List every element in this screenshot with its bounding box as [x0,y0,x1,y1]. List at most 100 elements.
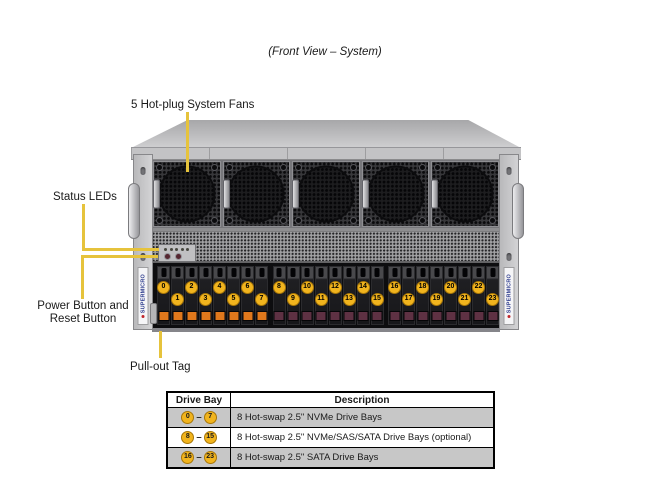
fan-module [361,161,430,227]
range-dash: – [196,412,202,423]
fan-module [292,161,360,227]
fans-callout-label: 5 Hot-plug System Fans [131,99,255,111]
brand-logo-dot-icon [507,314,511,318]
rack-ear-left: SUPERMICRO [128,154,153,330]
screw-icon [281,165,287,170]
bay-number-badge: 7 [255,293,268,306]
fan-handle [222,179,230,209]
screw-icon [226,165,232,170]
status-led-icon [175,248,178,251]
bay-number-badge: 23 [203,451,217,464]
chassis-handle-right [512,183,524,239]
drive-tray-0: 0 [157,266,170,325]
drive-tray-9: 9 [286,266,300,325]
bay-number-badge: 3 [199,293,212,306]
drive-tray-10: 10 [300,266,314,325]
screw-icon [350,165,356,170]
screw-icon [296,218,302,223]
bay-number-badge: 21 [458,293,471,306]
fan-blade-circle [297,165,355,223]
screw-icon [226,218,232,223]
drive-bay-range: 8–15 [166,427,231,448]
brand-logo-dot-icon [141,314,145,318]
drive-tray-20: 20 [444,266,457,325]
bay-number-badge: 15 [370,293,384,306]
screw-icon [365,218,371,223]
drive-tray-21: 21 [458,266,471,325]
drive-bay-description: 8 Hot-swap 2.5" SATA Drive Bays [230,447,495,469]
legend-header-description: Description [230,391,495,408]
fan-handle [431,179,439,209]
fan-blade-circle [158,165,216,223]
drive-tray-4: 4 [213,266,226,325]
chassis-front-lip [131,147,521,160]
status-leds-pointer-line-horizontal [82,248,159,251]
screw-icon [157,165,162,170]
drive-tray-12: 12 [328,266,342,325]
screw-icon [435,218,441,223]
legend-header-row: Drive Bay Description [166,391,495,408]
bay-number-badge: 13 [342,293,356,306]
bay-number-badge: 16 [388,281,401,294]
table-row: 16–23 8 Hot-swap 2.5" SATA Drive Bays [166,447,495,469]
bay-number-badge: 1 [171,293,184,306]
fans-pointer-line [186,112,189,172]
fan-handle [361,179,369,209]
bay-number-badge: 5 [227,293,240,306]
screw-icon [489,165,495,170]
power-pointer-line-vertical [81,255,84,299]
bay-number-badge: 7 [203,411,217,424]
table-row: 8–15 8 Hot-swap 2.5" NVMe/SAS/SATA Drive… [166,427,495,448]
drive-tray-3: 3 [199,266,212,325]
drive-bay-description: 8 Hot-swap 2.5" NVMe/SAS/SATA Drive Bays… [230,427,495,448]
fan-blade-circle [367,165,425,223]
screw-icon [365,165,371,170]
bay-number-badge: 15 [203,431,217,444]
bay-number-badge: 6 [241,281,254,294]
drive-bay-range: 0–7 [166,407,231,428]
pullout-tag [150,303,157,324]
power-button [165,254,170,259]
drive-tray-6: 6 [241,266,254,325]
bay-number-badge: 11 [314,293,328,306]
status-led-icon [169,248,173,251]
bay-number-badge: 2 [185,281,198,294]
fan-module [222,161,291,227]
fan-module [153,161,221,227]
fan-blade-circle [436,165,494,223]
screw-icon [157,218,162,223]
fan-handle [153,179,160,209]
screw-icon [420,218,426,223]
fan-blade-circle [227,165,285,223]
range-dash: – [196,452,202,463]
bay-number-badge: 23 [486,293,499,306]
screw-icon [211,218,217,223]
drive-tray-23: 23 [486,266,499,325]
chassis-bottom-edge [152,328,500,332]
power-reset-callout-label: Power Button and Reset Button [18,300,148,325]
figure-title: (Front View – System) [268,46,382,58]
fan-module [431,161,499,227]
drive-tray-8: 8 [272,266,286,325]
brand-badge-left: SUPERMICRO [137,267,149,325]
bay-number-badge: 8 [181,431,195,444]
bay-number-badge: 14 [356,281,370,294]
screw-icon [281,218,287,223]
bay-number-badge: 12 [328,281,342,294]
status-leds-callout-label: Status LEDs [53,191,117,203]
fan-row-base-strip [152,228,500,231]
drive-tray-1: 1 [171,266,184,325]
screw-icon [296,165,302,170]
brand-badge-right: SUPERMICRO [503,267,515,325]
mounting-hole-icon [506,253,512,261]
bay-number-badge: 17 [402,293,415,306]
drive-bay-range: 16–23 [166,447,231,469]
chassis-top-face [131,120,521,148]
reset-button [176,254,181,259]
range-dash: – [196,432,202,443]
bay-number-badge: 22 [472,281,485,294]
